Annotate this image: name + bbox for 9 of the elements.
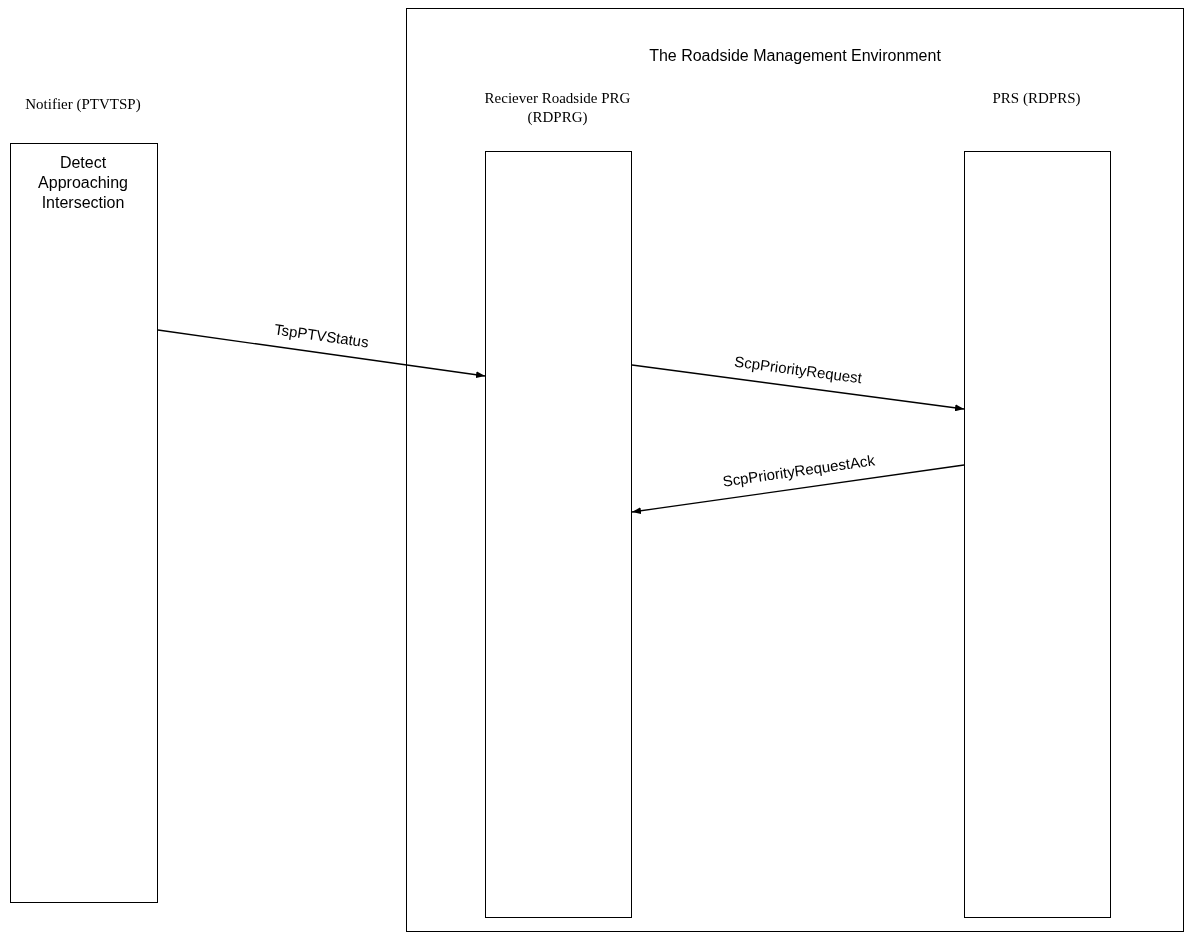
lifeline-title: Reciever Roadside PRG (RDPRG) [483,89,632,127]
boundary-title: The Roadside Management Environment [648,47,942,65]
message-arrow [631,364,965,412]
activity-text: Detect Approaching Intersection [37,153,129,213]
lifeline-title: PRS (RDPRS) [991,89,1082,108]
environment-boundary [406,8,1184,932]
message-arrow [631,464,965,515]
message-arrow [157,329,486,379]
lifeline-title: Notifier (PTVTSP) [24,95,142,114]
